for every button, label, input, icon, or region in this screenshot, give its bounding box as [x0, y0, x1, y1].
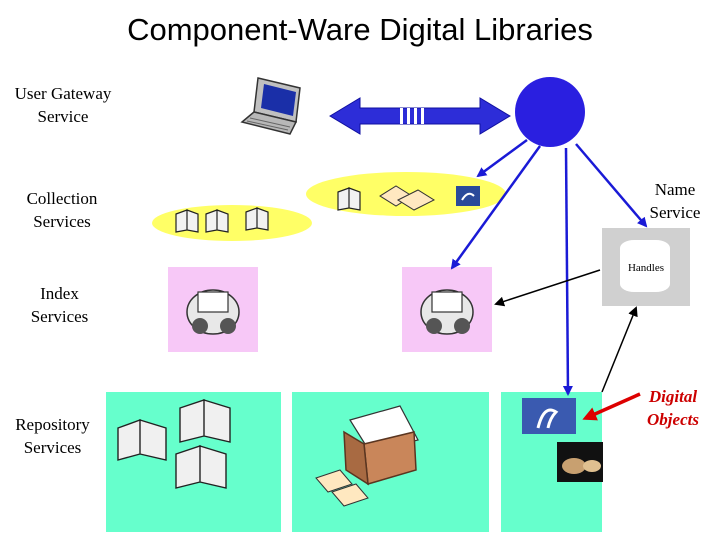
digital-objects-line1: Digital — [648, 387, 698, 406]
arrow-globe-to-name-service — [575, 143, 648, 228]
arrow-globe-to-repository — [562, 147, 573, 396]
rolodex-icon — [186, 289, 240, 335]
page-title: Component-Ware Digital Libraries — [127, 12, 593, 47]
user-gateway-label-line1: User Gateway — [14, 84, 112, 103]
handles-label: Handles — [627, 262, 665, 274]
digital-objects-line2: Objects — [647, 410, 699, 429]
book-icon — [175, 207, 269, 233]
repository-label-line2: Services — [23, 438, 82, 457]
rolodex-icon — [420, 289, 474, 335]
arrow-globe-to-collection — [476, 138, 528, 178]
digital-objects-label: Digital Objects — [638, 385, 708, 431]
index-label-line1: Index — [40, 284, 79, 303]
handles-database-icon — [620, 240, 670, 292]
repository-books — [117, 399, 231, 489]
laptop-icon — [240, 77, 301, 135]
arrow-digital-objects — [582, 392, 641, 421]
animal-photo-icon — [557, 442, 603, 482]
collection-label-line1: Collection — [26, 189, 98, 208]
collection-services-label: Collection Services — [2, 187, 122, 233]
bird-photo-icon — [456, 186, 480, 206]
mail-box-icon — [315, 405, 419, 507]
arrow-name-to-index — [494, 269, 601, 307]
name-label-line2: Service — [649, 203, 701, 222]
arrow-globe-to-index — [450, 145, 542, 270]
index-services-label: Index Services — [2, 282, 117, 328]
globe-icon — [515, 77, 585, 147]
name-service-label: Name Service — [630, 178, 720, 224]
index-label-line2: Services — [30, 307, 89, 326]
repository-services-label: Repository Services — [0, 413, 105, 459]
user-gateway-label: User Gateway Service — [2, 82, 124, 128]
arrow-objects-to-name — [601, 306, 638, 393]
repository-label-line1: Repository — [15, 415, 90, 434]
name-label-line1: Name — [654, 180, 696, 199]
bird-photo-icon — [522, 398, 576, 434]
collection-items — [337, 185, 480, 211]
user-gateway-label-line2: Service — [37, 107, 89, 126]
gateway-double-arrow — [329, 97, 511, 135]
collection-label-line2: Services — [33, 212, 91, 231]
